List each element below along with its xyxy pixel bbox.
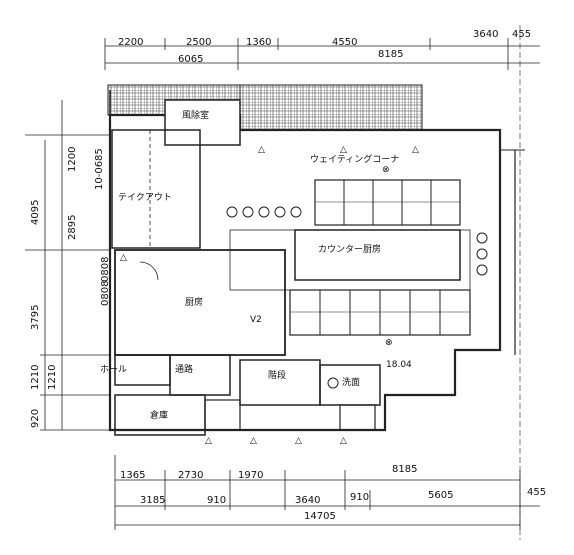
svg-text:△: △ [258, 145, 265, 155]
dim-bottom-455: 455 [527, 487, 546, 498]
counter-outline [229, 229, 471, 291]
cross-symbol-seating: ⊗ [385, 338, 393, 348]
room-label-waiting-corner: ウェイティングコーナ [310, 153, 399, 165]
dim-left-1210a: 1210 [30, 365, 41, 390]
roof-hatch [239, 84, 423, 131]
room-label-lavatory: 洗面 [342, 376, 360, 388]
top-dimension-lines [104, 25, 540, 540]
dim-left-4095: 4095 [30, 200, 41, 225]
vestibule-room [164, 99, 241, 146]
door-swing-kitchen [139, 261, 159, 281]
svg-text:△: △ [295, 436, 302, 446]
room-label-counter-kitchen: カウンター厨房 [318, 243, 381, 255]
room-label-storage: 倉庫 [150, 409, 168, 421]
stair-room [239, 359, 321, 406]
dim-top-1360: 1360 [246, 37, 271, 48]
svg-text:△: △ [340, 436, 347, 446]
dim-bottom-910b: 910 [350, 492, 369, 503]
booth-seating-top [314, 179, 461, 226]
svg-text:△: △ [120, 253, 127, 263]
dim-bottom-5605: 5605 [428, 490, 453, 501]
dim-bottom-2730: 2730 [178, 470, 203, 481]
svg-text:△: △ [340, 145, 347, 155]
room-label-vestibule: 風除室 [182, 109, 209, 121]
room-label-kitchen: 厨房 [185, 296, 203, 308]
room-label-passage: 通路 [175, 363, 193, 375]
dim-left-0808b: 0808 [100, 281, 111, 306]
dim-left-1210b: 1210 [47, 365, 58, 390]
room-label-stair: 階段 [268, 369, 286, 381]
dim-left-920: 920 [30, 409, 41, 428]
dim-top-2200: 2200 [118, 37, 143, 48]
dim-top-2500: 2500 [186, 37, 211, 48]
dim-bottom-3640: 3640 [295, 495, 320, 506]
takeout-room [111, 129, 201, 249]
wc-2 [339, 404, 376, 431]
dim-bottom-3185: 3185 [140, 495, 165, 506]
triangle-markers: △ △ △ △ △ △ △ △ [120, 145, 419, 446]
dim-top-3640: 3640 [473, 29, 498, 40]
dim-bottom-910a: 910 [207, 495, 226, 506]
cross-symbol-waiting: ⊗ [382, 165, 390, 175]
stools-row [226, 206, 302, 218]
dim-left-10-0685: 10-0685 [94, 148, 105, 190]
dim-top-8185: 8185 [378, 49, 403, 60]
dim-left-2895: 2895 [67, 215, 78, 240]
bottom-dimension-lines [114, 455, 540, 530]
dim-top-455: 455 [512, 29, 531, 40]
dim-left-1200: 1200 [67, 147, 78, 172]
sink-icon [327, 377, 339, 389]
wc-1 [204, 399, 241, 431]
label-v2: V2 [250, 315, 262, 325]
booth-seating-bottom [289, 289, 471, 336]
dim-top-6065: 6065 [178, 54, 203, 65]
svg-text:△: △ [412, 145, 419, 155]
stools-column [476, 232, 488, 276]
svg-text:△: △ [250, 436, 257, 446]
room-label-hall: ホール [100, 364, 127, 375]
label-18-04: 18.04 [386, 360, 412, 370]
dim-bottom-total: 14705 [304, 511, 336, 522]
room-label-takeout: テイクアウト [118, 192, 172, 203]
dim-top-4550: 4550 [332, 37, 357, 48]
dim-bottom-1970: 1970 [238, 470, 263, 481]
counter-kitchen-room [294, 229, 461, 281]
dim-left-3795: 3795 [30, 305, 41, 330]
dim-bottom-8185: 8185 [392, 464, 417, 475]
passage-room [169, 354, 231, 396]
dim-bottom-1365: 1365 [120, 470, 145, 481]
dim-left-0808a: 0808 [100, 257, 111, 282]
left-dimension-lines [25, 100, 110, 431]
svg-text:△: △ [205, 436, 212, 446]
